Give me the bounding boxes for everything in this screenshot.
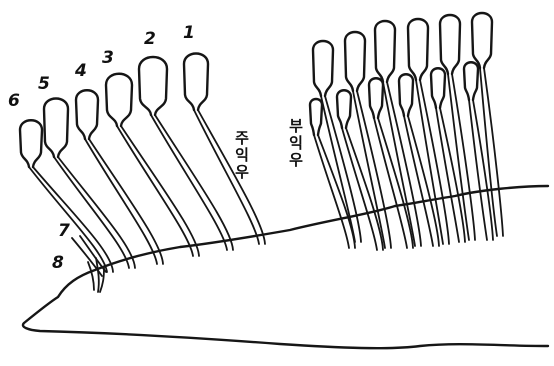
primary-feather-3 [106, 74, 199, 256]
feather-number-8: 8 [52, 255, 64, 272]
secondary-covert-6 [464, 62, 493, 240]
feather-number-2: 2 [144, 31, 156, 48]
primary-feather-1 [184, 54, 265, 245]
label-primaries: 주익우 [233, 130, 251, 181]
feather-number-3: 3 [102, 50, 114, 67]
secondary-feathers [310, 13, 503, 250]
secondary-covert-5 [431, 68, 465, 242]
feather-number-4: 4 [75, 63, 87, 80]
feather-number-6: 6 [8, 93, 20, 110]
label-secondaries: 부익우 [287, 118, 305, 169]
feather-number-1: 1 [183, 25, 195, 42]
feather-number-7: 7 [58, 223, 70, 240]
feather-number-5: 5 [38, 76, 50, 93]
primary-feather-2 [139, 57, 233, 250]
secondary-feather-4 [408, 19, 449, 244]
secondary-feather-5 [440, 15, 475, 240]
